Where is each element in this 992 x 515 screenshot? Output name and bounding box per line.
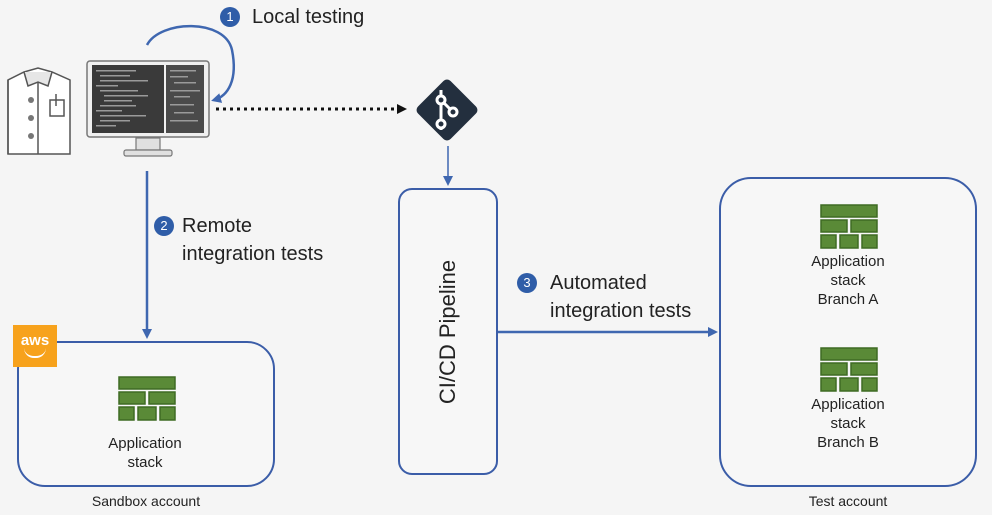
test-stack-a-line-2: stack	[830, 272, 866, 289]
step-2-line-2: integration tests	[182, 243, 324, 265]
test-stack-a-label: Application stack Branch A	[798, 252, 898, 309]
sandbox-stack-label: Application stack	[95, 434, 195, 472]
test-stack-b-line-1: Application	[811, 396, 885, 413]
application-stack-icon	[820, 347, 878, 392]
test-stack-a-line-3: Branch A	[817, 291, 879, 308]
test-account-label: Test account	[808, 493, 888, 509]
aws-logo-icon: aws	[13, 325, 57, 367]
step-1-line-1: Local testing	[252, 6, 365, 28]
cicd-pipeline-label: CI/CD Pipeline	[435, 259, 460, 404]
application-stack-icon	[118, 376, 176, 421]
step-1-label: Local testing	[252, 3, 364, 31]
test-stack-b-label: Application stack Branch B	[798, 395, 898, 452]
step-3-badge: 3	[517, 273, 537, 293]
step-2-label: Remote integration tests	[182, 212, 323, 268]
step-1-badge: 1	[220, 7, 240, 27]
test-stack-b-line-2: stack	[830, 415, 866, 432]
sandbox-stack-line-2: stack	[127, 454, 163, 471]
git-repository-icon	[416, 79, 478, 141]
cicd-pipeline-box: CI/CD Pipeline	[398, 188, 498, 475]
monitor-code-icon	[86, 60, 210, 157]
test-stack-b-line-3: Branch B	[817, 434, 879, 451]
test-account-box	[719, 177, 977, 487]
step-2-badge: 2	[154, 216, 174, 236]
aws-smile-mark	[24, 348, 46, 358]
application-stack-icon	[820, 204, 878, 249]
developer-shirt-icon	[7, 67, 71, 155]
step-3-line-2: integration tests	[550, 300, 692, 322]
step-3-line-1: Automated	[550, 272, 647, 294]
local-testing-arrow	[145, 24, 236, 103]
sandbox-stack-line-1: Application	[108, 435, 182, 452]
sandbox-account-label: Sandbox account	[91, 493, 201, 509]
step-3-label: Automated integration tests	[550, 269, 691, 325]
aws-logo-text: aws	[20, 332, 50, 349]
test-stack-a-line-1: Application	[811, 253, 885, 270]
step-2-line-1: Remote	[182, 215, 253, 237]
